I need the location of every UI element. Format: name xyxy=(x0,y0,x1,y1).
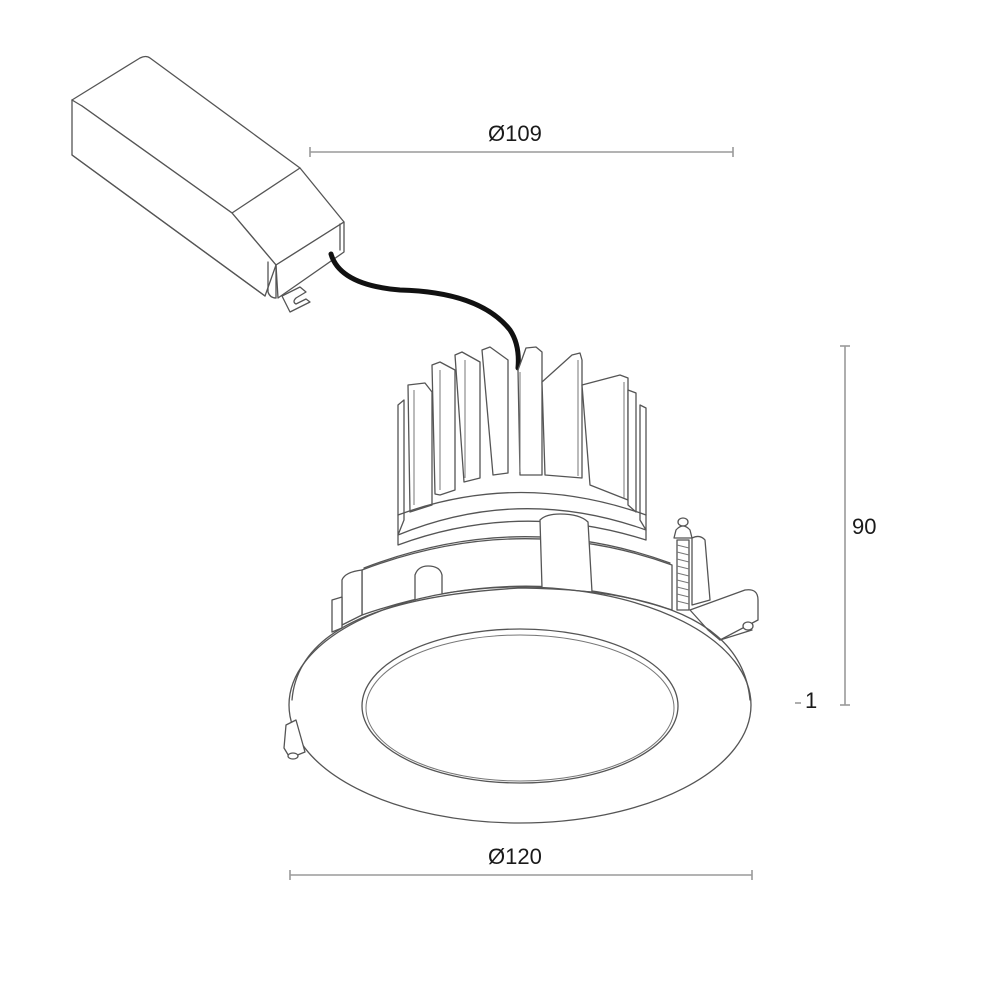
dimension-line-109 xyxy=(309,147,734,157)
lens xyxy=(361,628,679,784)
connection-cable xyxy=(328,251,521,371)
dimension-line-90 xyxy=(840,345,850,706)
heatsink-fins xyxy=(397,346,647,546)
dimension-label-120: Ø120 xyxy=(488,844,542,869)
dimension-label-90: 90 xyxy=(852,514,877,539)
fixture-body xyxy=(331,513,673,633)
spring-clip xyxy=(673,517,759,641)
dimension-line-120 xyxy=(289,870,753,880)
dimension-label-109: Ø109 xyxy=(488,121,542,146)
driver-box xyxy=(71,55,345,313)
dimension-label-1: 1 xyxy=(805,688,818,713)
